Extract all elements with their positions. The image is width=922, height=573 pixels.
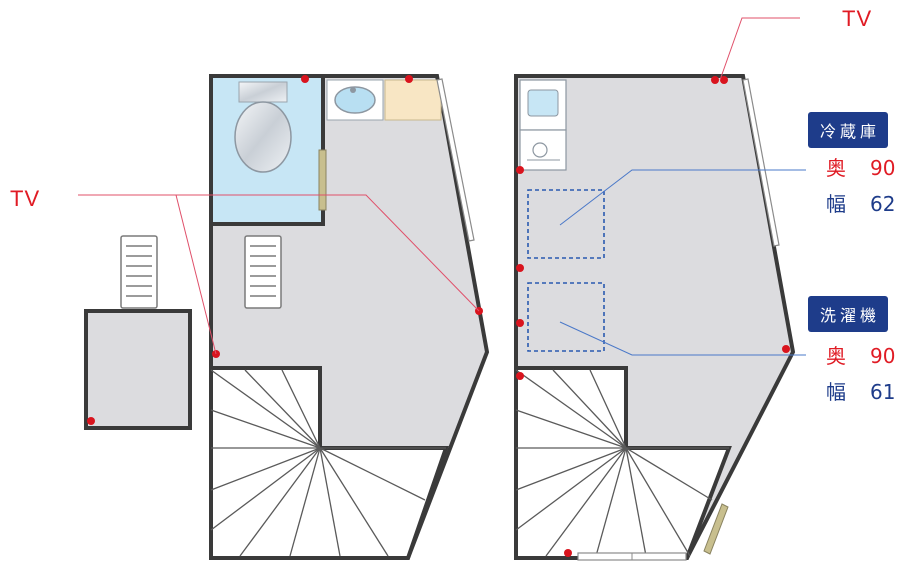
tv-left-leader-branch bbox=[175, 194, 217, 355]
right-floor bbox=[514, 74, 796, 561]
outlet bbox=[301, 75, 309, 83]
outlet bbox=[782, 345, 790, 353]
outlet bbox=[516, 166, 524, 174]
cabinet bbox=[384, 79, 442, 121]
fridge-leader bbox=[559, 169, 806, 226]
outlets-right bbox=[516, 76, 790, 557]
outlet bbox=[516, 372, 524, 380]
spiral-stairs-right bbox=[515, 369, 729, 557]
fridge-space bbox=[527, 189, 605, 259]
washer-badge: 洗濯機 bbox=[808, 296, 889, 332]
washer-depth-value: 90 bbox=[870, 344, 896, 368]
outlet bbox=[405, 75, 413, 83]
fridge-depth-value: 90 bbox=[870, 156, 896, 180]
tv-top-leader bbox=[719, 17, 800, 81]
toilet-icon bbox=[234, 81, 292, 173]
tv-top-label: TV bbox=[842, 6, 873, 31]
fridge-width: 幅 62 bbox=[826, 188, 895, 217]
washer-leader bbox=[559, 321, 806, 356]
sink-icon bbox=[326, 79, 384, 121]
outlet bbox=[87, 417, 95, 425]
fridge-width-value: 62 bbox=[870, 192, 896, 216]
fridge-depth-label: 奥 bbox=[826, 156, 846, 180]
fridge-width-label: 幅 bbox=[826, 192, 846, 216]
outlet bbox=[516, 264, 524, 272]
left-floor bbox=[209, 74, 490, 560]
tv-left-leader bbox=[78, 194, 480, 312]
loft-area bbox=[84, 309, 192, 430]
washer-space bbox=[527, 282, 605, 352]
washer-width: 幅 61 bbox=[826, 376, 895, 405]
ladder-icon bbox=[244, 235, 282, 309]
washer-width-label: 幅 bbox=[826, 380, 846, 404]
tv-left-label: TV bbox=[10, 186, 41, 211]
outlet bbox=[516, 319, 524, 327]
left-window bbox=[436, 78, 475, 242]
loft-box bbox=[84, 235, 192, 430]
right-window bbox=[742, 78, 780, 247]
outlet bbox=[720, 76, 728, 84]
leader-lines bbox=[78, 17, 806, 356]
washer-width-value: 61 bbox=[870, 380, 896, 404]
washer-depth: 奥 90 bbox=[826, 340, 895, 369]
outlet bbox=[564, 549, 572, 557]
washer-depth-label: 奥 bbox=[826, 344, 846, 368]
right-door bbox=[703, 503, 729, 555]
spiral-stairs-left bbox=[210, 369, 446, 557]
outlet bbox=[711, 76, 719, 84]
kitchen-unit-icon bbox=[519, 79, 567, 171]
fridge-badge: 冷蔵庫 bbox=[808, 112, 889, 148]
loft-ladder-icon bbox=[120, 235, 158, 309]
bathroom-door bbox=[318, 149, 327, 211]
fridge-depth: 奥 90 bbox=[826, 152, 895, 181]
